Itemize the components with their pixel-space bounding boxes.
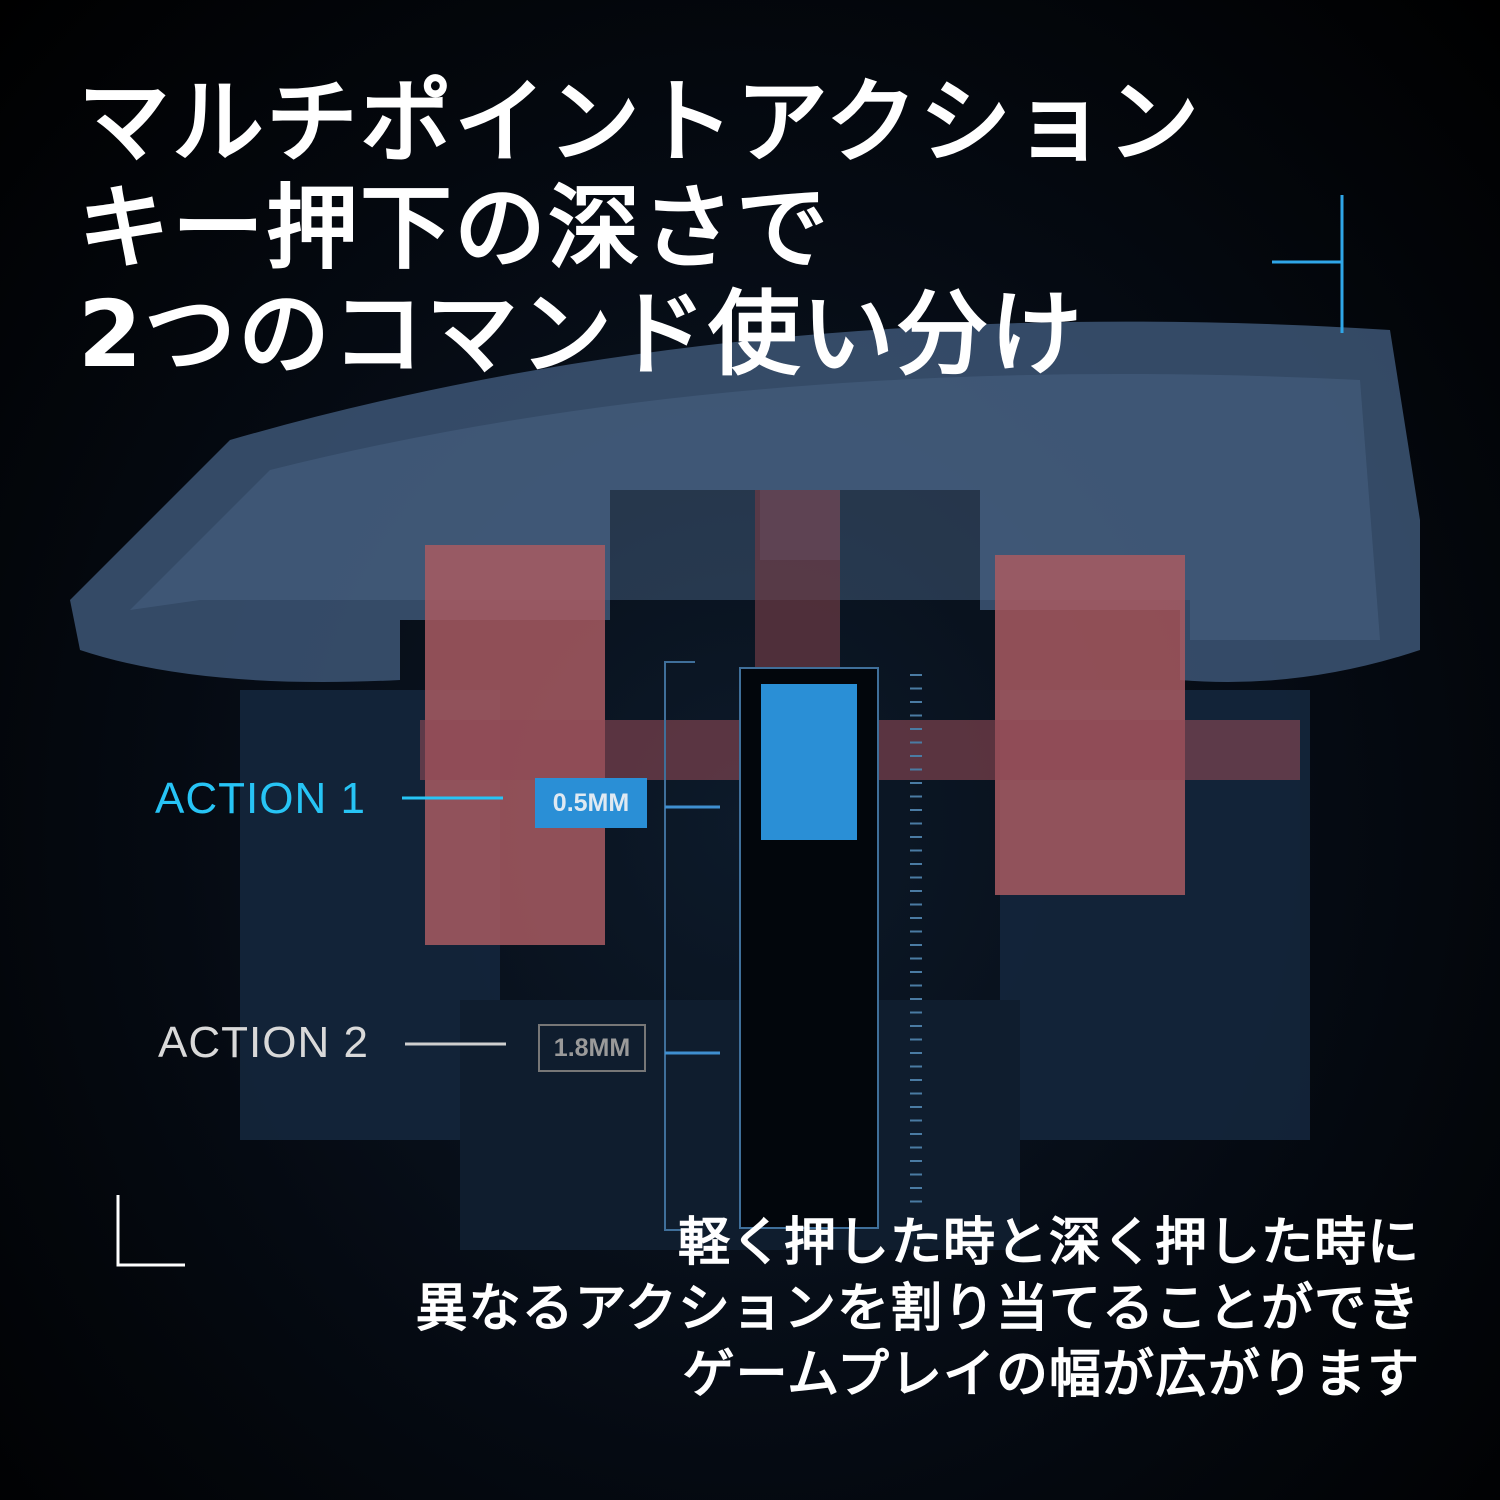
description: 軽く押した時と深く押した時に 異なるアクションを割り当てることができ ゲームプレ… [416, 1210, 1420, 1408]
depth-gauge-fill [761, 684, 857, 840]
crosshair-mark-top-right [1272, 195, 1344, 333]
headline: マルチポイントアクション キー押下の深さで 2つのコマンド使い分け [78, 70, 1201, 388]
action1-depth-badge: 0.5MM [535, 778, 647, 828]
action2-label: ACTION 2 [158, 1018, 369, 1067]
stem-center [755, 490, 840, 670]
description-line: ゲームプレイの幅が広がります [682, 1345, 1420, 1405]
headline-line: マルチポイントアクション [78, 69, 1202, 176]
description-line: 異なるアクションを割り当てることができ [415, 1279, 1420, 1339]
depth-scale [910, 674, 922, 1203]
action2-depth-badge: 1.8MM [538, 1024, 646, 1072]
corner-mark-bottom-left [116, 1195, 185, 1267]
depth-bracket [664, 661, 695, 1231]
headline-line: キー押下の深さで [78, 175, 831, 282]
action1-label: ACTION 1 [155, 774, 366, 823]
description-line: 軽く押した時と深く押した時に [677, 1213, 1420, 1273]
headline-line: 2つのコマンド使い分け [78, 281, 1085, 388]
